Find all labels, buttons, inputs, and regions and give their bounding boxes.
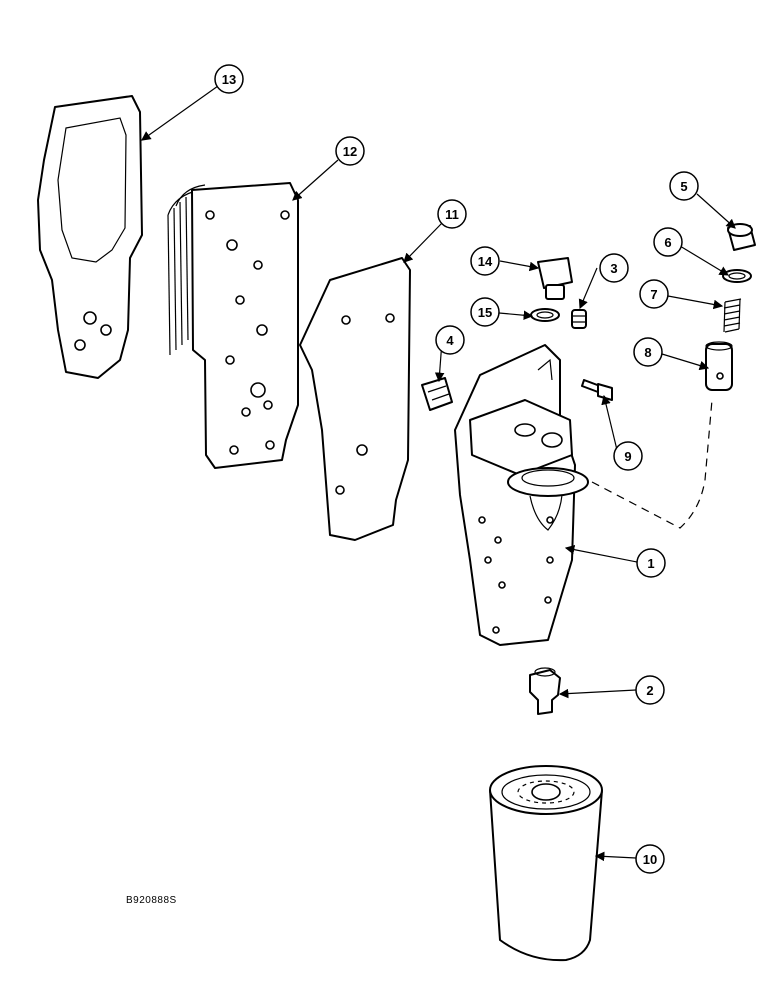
callout-11-label: 11	[445, 207, 459, 222]
callout-8: 8	[633, 337, 663, 367]
callout-4-label: 4	[446, 333, 454, 348]
callout-12: 12	[335, 136, 365, 166]
callout-6-label: 6	[664, 235, 671, 250]
callout-10: 10	[635, 844, 665, 874]
part-3-insert	[571, 309, 587, 329]
part-12-oil-cooler	[167, 182, 299, 469]
callout-11: 11	[437, 199, 467, 229]
figure-id: B920888S	[126, 895, 177, 906]
part-4-plug	[421, 377, 453, 411]
part-7-spring	[723, 298, 742, 333]
callout-8-label: 8	[644, 345, 651, 360]
callout-6: 6	[653, 227, 683, 257]
callout-9: 9	[613, 441, 643, 471]
part-15-oring	[530, 308, 560, 322]
part-9-bolt	[581, 379, 613, 401]
callout-3-label: 3	[610, 261, 617, 276]
callout-2: 2	[635, 675, 665, 705]
callout-5: 5	[669, 171, 699, 201]
callout-13: 13	[214, 64, 244, 94]
callout-14: 14	[470, 246, 500, 276]
part-6-washer	[722, 269, 752, 283]
leader-lines	[141, 85, 736, 862]
callout-7-label: 7	[650, 287, 657, 302]
callout-2-label: 2	[646, 683, 653, 698]
part-11-gasket	[299, 257, 411, 541]
callout-12-label: 12	[343, 144, 357, 159]
callout-15-label: 15	[478, 305, 492, 320]
part-10-filter	[489, 765, 603, 962]
callout-7: 7	[639, 279, 669, 309]
callout-13-label: 13	[222, 72, 236, 87]
part-14-plug	[537, 257, 573, 300]
callout-4: 4	[435, 325, 465, 355]
callout-9-label: 9	[624, 449, 631, 464]
callout-10-label: 10	[643, 852, 657, 867]
callout-5-label: 5	[680, 179, 687, 194]
callout-14-label: 14	[478, 254, 493, 269]
part-5-plug	[727, 223, 756, 251]
part-2-nipple	[529, 667, 561, 715]
callout-1: 1	[636, 548, 666, 578]
part-1-filter-head	[454, 344, 589, 646]
callout-15: 15	[470, 297, 500, 327]
callout-3: 3	[599, 253, 629, 283]
part-13-gasket	[37, 95, 143, 379]
callout-1-label: 1	[647, 556, 654, 571]
part-8-valve	[705, 341, 733, 391]
flow-path-dashed	[591, 399, 713, 529]
